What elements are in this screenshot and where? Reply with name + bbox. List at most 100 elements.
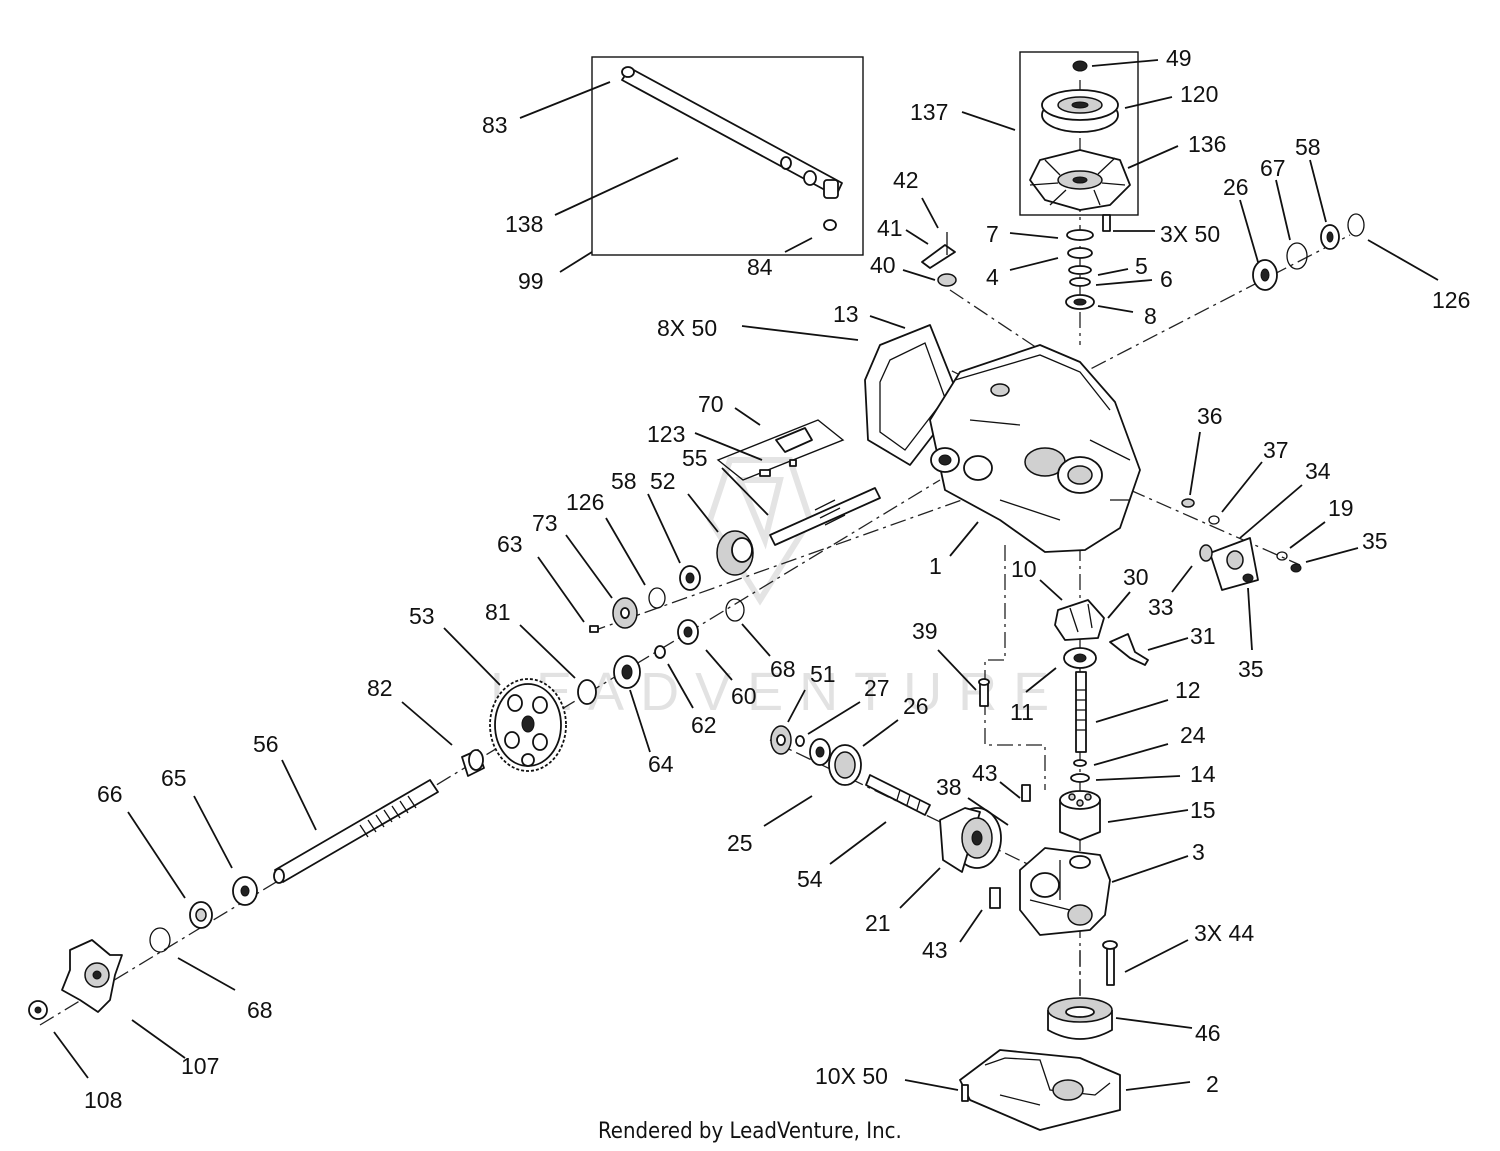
leader-123 [694,432,763,461]
part-washer-24 [1073,759,1087,767]
leader-41 [905,229,929,245]
callout-138: 138 [505,211,543,237]
callout-33: 33 [1148,594,1174,620]
part-bearing-82 [461,749,485,777]
kit-box-70 [716,419,845,481]
leader-126-right [1367,239,1439,281]
leader-60 [705,649,733,681]
leader-81 [519,624,576,679]
part-pulley-120 [1041,89,1119,133]
part-bearing-65 [232,876,258,906]
parts [28,60,1365,1131]
leader-26-mid [862,719,899,747]
part-bearing-64 [613,655,641,689]
part-motor-21 [939,807,1002,873]
callout-39: 39 [912,618,938,644]
part-hub-107 [61,939,123,1013]
callout-64: 64 [648,751,674,777]
callout-37: 37 [1263,437,1289,463]
callout-35-low: 35 [1238,656,1264,682]
callout-1: 1 [929,553,942,579]
leader-3 [1111,855,1189,883]
callout-19: 19 [1328,495,1354,521]
kit-boxes [591,51,1139,481]
leader-46 [1115,1017,1193,1029]
leader-14 [1095,775,1181,781]
callout-68-mid: 68 [770,656,796,682]
part-gear-51 [770,725,792,755]
callout-120: 120 [1180,81,1218,107]
leader-68-mid [741,623,771,657]
callout-21: 21 [865,910,891,936]
callout-126-mid: 126 [566,489,604,515]
callout-15: 15 [1190,797,1216,823]
callout-40: 40 [870,252,896,278]
part-bearing-26-mid [809,738,831,766]
leader-35-right [1305,547,1359,563]
part-bolt-36 [1181,498,1195,508]
callout-41: 41 [877,215,903,241]
part-clip-126-top [1347,213,1365,237]
part-center-section-3 [1019,847,1111,936]
callout-55: 55 [682,445,708,471]
leader-21 [899,867,941,909]
callout-42: 42 [893,167,919,193]
part-housing-1 [929,344,1141,553]
callout-35-right: 35 [1362,528,1388,554]
callout-4: 4 [986,264,999,290]
callout-8x50: 8X 50 [657,315,717,341]
leader-34 [1239,484,1303,539]
callout-10: 10 [1011,556,1037,582]
part-seal-33 [1199,544,1213,562]
callout-66: 66 [97,781,123,807]
part-nut-35-right [1290,563,1302,573]
part-nut-108 [28,1000,48,1020]
callout-126-right: 126 [1432,287,1470,313]
callout-67: 67 [1260,155,1286,181]
part-input-shaft-12 [1075,671,1087,753]
callout-11: 11 [1010,699,1034,725]
part-spur-gear-53 [489,678,567,772]
part-kit-70 [759,427,813,477]
callout-43-top: 43 [972,760,998,786]
callout-5: 5 [1135,253,1148,279]
callout-56: 56 [253,731,279,757]
callout-7: 7 [986,221,999,247]
leader-39 [937,649,977,691]
part-sprocket-73 [612,597,638,629]
leader-25 [763,795,813,827]
leader-42 [921,197,939,229]
part-key-63 [589,625,599,633]
leader-7 [1009,232,1059,239]
leader-3x44 [1124,939,1189,973]
callout-108: 108 [84,1087,122,1113]
leader-70 [734,407,761,426]
leader-73 [565,534,613,599]
centerline-output-shaft [39,479,941,1026]
leader-4 [1009,257,1059,271]
part-nut-35-low [1242,573,1254,583]
callout-60: 60 [731,683,757,709]
part-block-10 [1054,599,1105,641]
callout-68-low: 68 [247,997,273,1023]
callout-3x50: 3X 50 [1160,221,1220,247]
part-output-shaft-56 [273,779,439,884]
leader-64 [629,689,651,753]
leader-137 [961,111,1016,131]
part-washer-27 [795,735,805,747]
callout-63: 63 [497,531,523,557]
leader-43-top [999,781,1021,799]
part-bearing-58-mid [679,565,701,591]
leader-13 [869,315,906,329]
leader-10x50 [904,1079,959,1091]
callout-123: 123 [647,421,685,447]
callout-12: 12 [1175,677,1201,703]
callout-38: 38 [936,774,962,800]
callout-107: 107 [181,1053,219,1079]
part-bolt-3x44 [1102,940,1118,986]
leader-54 [829,821,887,865]
part-arm-31 [1109,633,1149,666]
leader-107 [131,1019,186,1059]
leader-55 [721,467,769,516]
leader-15 [1107,809,1189,823]
